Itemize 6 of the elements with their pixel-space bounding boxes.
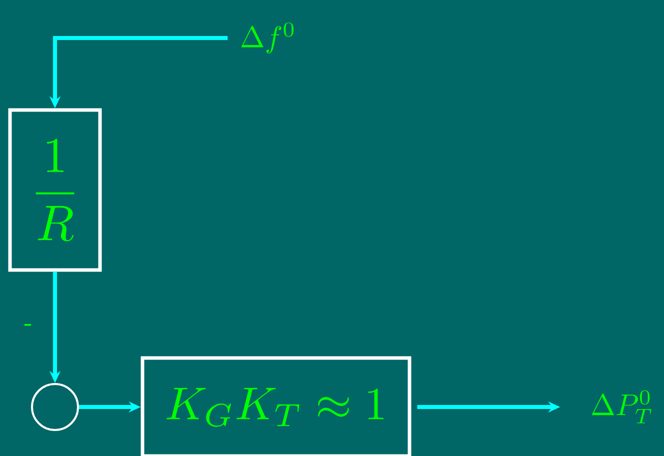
signal-label: $\Delta P_T^{0}$ (592, 390, 652, 424)
summing-junction (31, 383, 79, 431)
block-box: $K_G K_T \approx 1$ (140, 356, 412, 456)
signal-label: $\Delta f^{0}$ (241, 22, 294, 54)
block-box: $\frac{1}{R}$ (8, 108, 102, 272)
edge-label: - (24, 324, 31, 326)
